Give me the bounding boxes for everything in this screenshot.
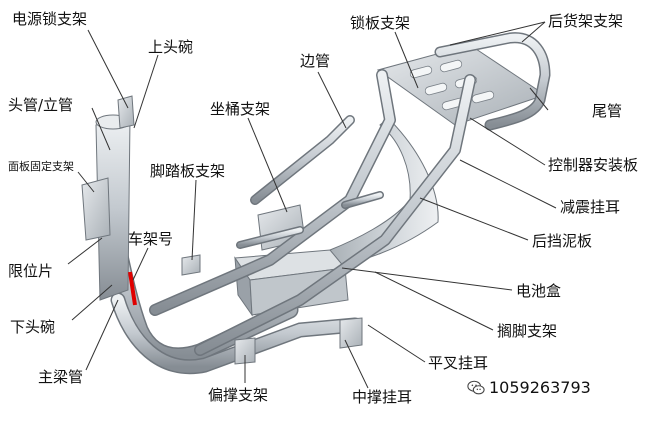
label-side-tube: 边管 — [300, 52, 331, 70]
label-foot-rest-bracket: 搁脚支架 — [497, 322, 558, 340]
label-power-lock-bracket: 电源锁支架 — [12, 10, 88, 28]
label-center-stand-lug: 中撑挂耳 — [352, 388, 413, 406]
label-shock-lug: 减震挂耳 — [560, 198, 621, 216]
label-tail-tube: 尾管 — [592, 102, 623, 120]
head-tube-shape — [81, 95, 135, 301]
label-lower-head-bowl: 下头碗 — [10, 318, 56, 336]
frame-number-marker — [128, 271, 137, 306]
frame-tubes — [99, 32, 551, 375]
label-lock-plate-bracket: 锁板支架 — [350, 14, 411, 32]
label-upper-head-bowl: 上头碗 — [148, 38, 194, 56]
label-rear-fender: 后挡泥板 — [532, 232, 593, 250]
label-rear-rack-bracket: 后货架支架 — [548, 12, 624, 30]
wechat-icon — [467, 380, 485, 394]
label-battery-box: 电池盒 — [516, 282, 562, 300]
label-main-beam: 主梁管 — [38, 368, 84, 386]
label-limit-plate: 限位片 — [8, 262, 54, 280]
watermark-id: 1059263793 — [489, 378, 591, 397]
label-flat-fork-lug: 平叉挂耳 — [428, 354, 489, 372]
label-seat-bracket: 坐桶支架 — [210, 100, 271, 118]
label-controller-bracket: 控制器安装板 — [548, 156, 639, 174]
leader-lines — [67, 21, 557, 389]
label-head-tube: 头管/立管 — [8, 96, 74, 114]
label-side-stand-bracket: 偏撑支架 — [208, 386, 269, 404]
label-pedal-bracket: 脚踏板支架 — [150, 162, 226, 180]
label-panel-bracket: 面板固定支架 — [8, 160, 74, 173]
watermark: 1059263793 — [467, 378, 591, 397]
label-frame-number: 车架号 — [128, 230, 174, 248]
